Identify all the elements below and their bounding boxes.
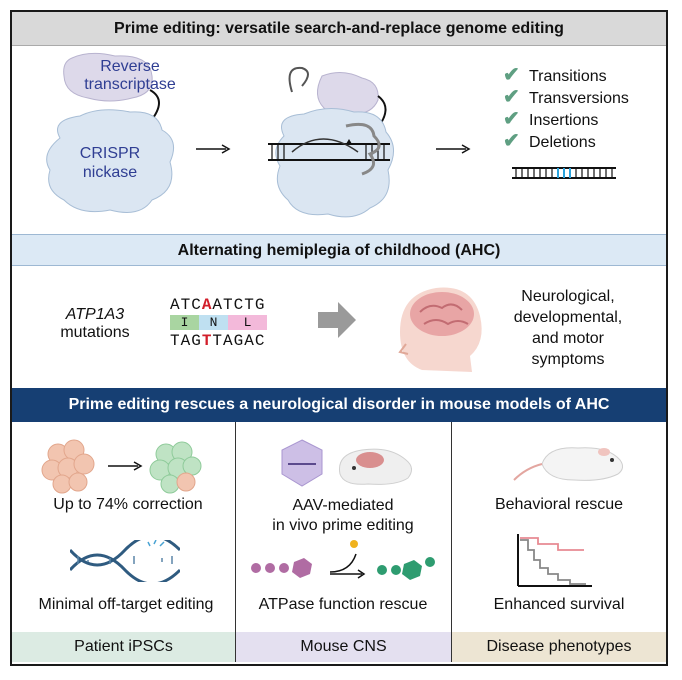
atpase-reaction-icon bbox=[251, 540, 435, 580]
outcome-label: Transversions bbox=[529, 90, 629, 107]
amino-acid-i: I bbox=[170, 315, 199, 330]
bottom-sequence: TAGTTAGAC bbox=[170, 332, 265, 350]
child-brain-icon bbox=[398, 287, 482, 372]
dna-helix-icon bbox=[70, 540, 180, 582]
figure-frame bbox=[10, 10, 668, 666]
aav-mouse-icon bbox=[281, 439, 412, 487]
rt-label-line2: transcriptase bbox=[84, 76, 176, 93]
gene-suffix: mutations bbox=[60, 324, 130, 341]
column-divider bbox=[451, 422, 452, 662]
section-title-rescue: Prime editing rescues a neurological dis… bbox=[12, 388, 666, 422]
rt-label: Reverse transcriptase bbox=[70, 58, 190, 94]
outcome-transversions: ✔ Transversions bbox=[503, 84, 629, 109]
footer-mouse-cns: Mouse CNS bbox=[236, 632, 451, 662]
amino-acid-n: N bbox=[209, 315, 218, 330]
ipsc-colonies-icon bbox=[41, 439, 202, 494]
seq-part: ATCTG bbox=[212, 296, 266, 314]
edited-dna-icon bbox=[512, 167, 616, 179]
symptoms-label: Neurological, developmental, and motor s… bbox=[500, 286, 636, 370]
atpase-label: ATPase function rescue bbox=[258, 596, 428, 613]
arrow-right-icon bbox=[436, 144, 471, 154]
gene-name: ATP1A3 bbox=[65, 306, 125, 323]
symptoms-line: Neurological, bbox=[521, 288, 615, 305]
footer-disease-phenotypes: Disease phenotypes bbox=[452, 632, 666, 662]
symptoms-line: symptoms bbox=[531, 351, 605, 368]
big-arrow-icon bbox=[318, 302, 356, 338]
outcome-deletions: ✔ Deletions bbox=[503, 128, 596, 153]
nickase-label-line2: nickase bbox=[82, 164, 138, 181]
symptoms-line: and motor bbox=[531, 330, 605, 347]
editor-dna-complex-illustration bbox=[268, 66, 394, 218]
prime-editor-illustration bbox=[46, 52, 175, 213]
section-title-ahc: Alternating hemiplegia of childhood (AHC… bbox=[12, 234, 666, 266]
amino-acid-n-box bbox=[199, 315, 228, 330]
outcome-label: Deletions bbox=[529, 134, 596, 151]
column-divider bbox=[235, 422, 236, 662]
nickase-label-line1: CRISPR bbox=[79, 145, 141, 162]
aav-label-line1: AAV-mediated bbox=[292, 497, 394, 514]
aav-label-line2: in vivo prime editing bbox=[272, 517, 414, 534]
outcome-transitions: ✔ Transitions bbox=[503, 62, 607, 87]
nickase-label: CRISPR nickase bbox=[60, 144, 160, 182]
checkmark-icon: ✔ bbox=[503, 64, 520, 86]
section-title-prime-editing: Prime editing: versatile search-and-repl… bbox=[12, 12, 666, 46]
mouse-icon bbox=[513, 447, 624, 481]
gene-label: ATP1A3 mutations bbox=[40, 306, 150, 342]
seq-part: TAGAC bbox=[212, 332, 266, 350]
checkmark-icon: ✔ bbox=[503, 130, 520, 152]
survival-curve-icon bbox=[517, 534, 592, 587]
correction-label: Up to 74% correction bbox=[53, 496, 203, 513]
rt-label-line1: Reverse bbox=[100, 58, 160, 75]
checkmark-icon: ✔ bbox=[503, 108, 520, 130]
amino-acid-l: L bbox=[228, 315, 267, 330]
arrow-right-icon bbox=[196, 144, 231, 154]
mutation-base: T bbox=[201, 332, 213, 350]
behavioral-label: Behavioral rescue bbox=[494, 496, 624, 513]
outcome-insertions: ✔ Insertions bbox=[503, 106, 598, 131]
outcome-label: Transitions bbox=[529, 68, 607, 85]
aav-label: AAV-mediated in vivo prime editing bbox=[240, 496, 446, 536]
seq-part: ATC bbox=[170, 296, 202, 314]
footer-patient-ipscs: Patient iPSCs bbox=[12, 632, 235, 662]
seq-part: TAG bbox=[170, 332, 202, 350]
survival-label: Enhanced survival bbox=[493, 596, 625, 613]
mutation-base: A bbox=[201, 296, 213, 314]
top-sequence: ATCAATCTG bbox=[170, 296, 265, 314]
symptoms-line: developmental, bbox=[513, 309, 623, 326]
off-target-label: Minimal off-target editing bbox=[38, 596, 214, 613]
outcome-label: Insertions bbox=[529, 112, 599, 129]
checkmark-icon: ✔ bbox=[503, 86, 520, 108]
